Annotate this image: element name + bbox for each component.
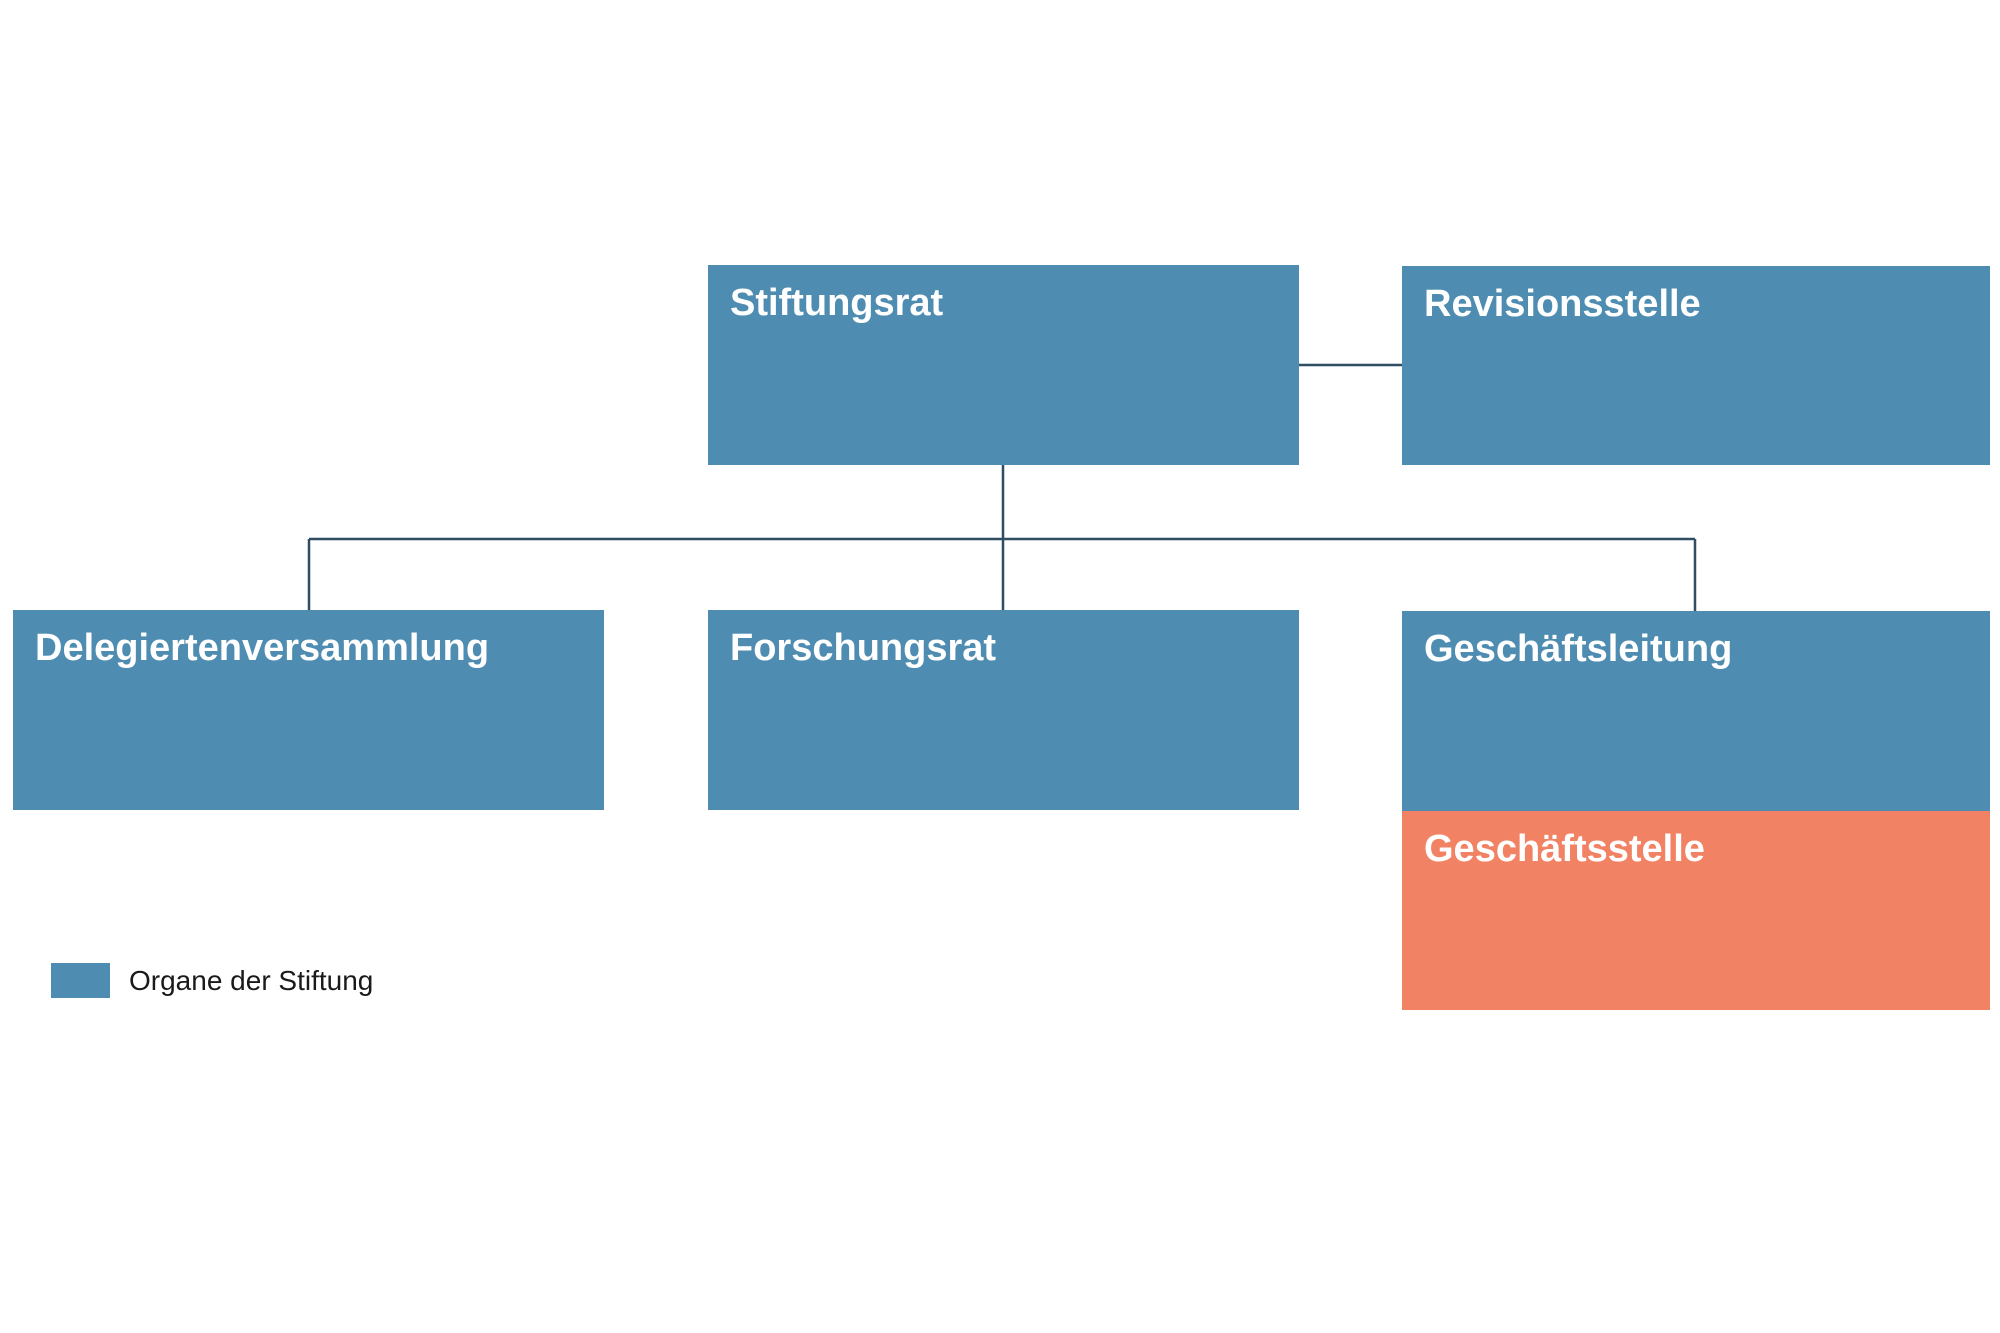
node-stiftungsrat: Stiftungsrat <box>708 265 1299 465</box>
node-label: Delegiertenversammlung <box>35 627 490 669</box>
node-label: Geschäftsstelle <box>1424 828 1705 870</box>
node-geschaeftsstelle: Geschäftsstelle <box>1402 811 1990 1010</box>
legend: Organe der Stiftung <box>51 963 373 998</box>
node-geschaeftsleitung: Geschäftsleitung <box>1402 611 1990 811</box>
node-label: Stiftungsrat <box>730 282 944 324</box>
node-forschungsrat: Forschungsrat <box>708 610 1299 810</box>
legend-swatch-organ <box>51 963 110 998</box>
node-delegiertenversammlung: Delegiertenversammlung <box>13 610 604 810</box>
legend-label: Organe der Stiftung <box>129 964 374 996</box>
node-label: Revisionsstelle <box>1424 283 1701 325</box>
node-revisionsstelle: Revisionsstelle <box>1402 266 1990 465</box>
node-label: Forschungsrat <box>730 627 997 669</box>
node-label: Geschäftsleitung <box>1424 628 1733 670</box>
